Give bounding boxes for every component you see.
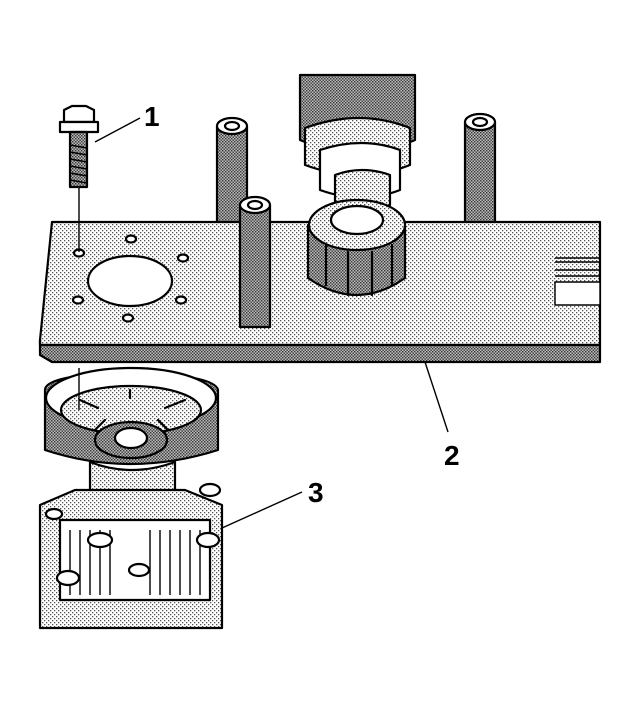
press-adapter [306,198,407,297]
callout-1: 1 [144,101,160,132]
bolt [58,104,100,252]
leader-lines [94,117,449,529]
callout-2: 2 [444,440,460,471]
press-ram [298,73,417,212]
guide-pin-front [238,195,272,329]
housing-assembly [38,366,224,630]
callout-3: 3 [308,477,324,508]
